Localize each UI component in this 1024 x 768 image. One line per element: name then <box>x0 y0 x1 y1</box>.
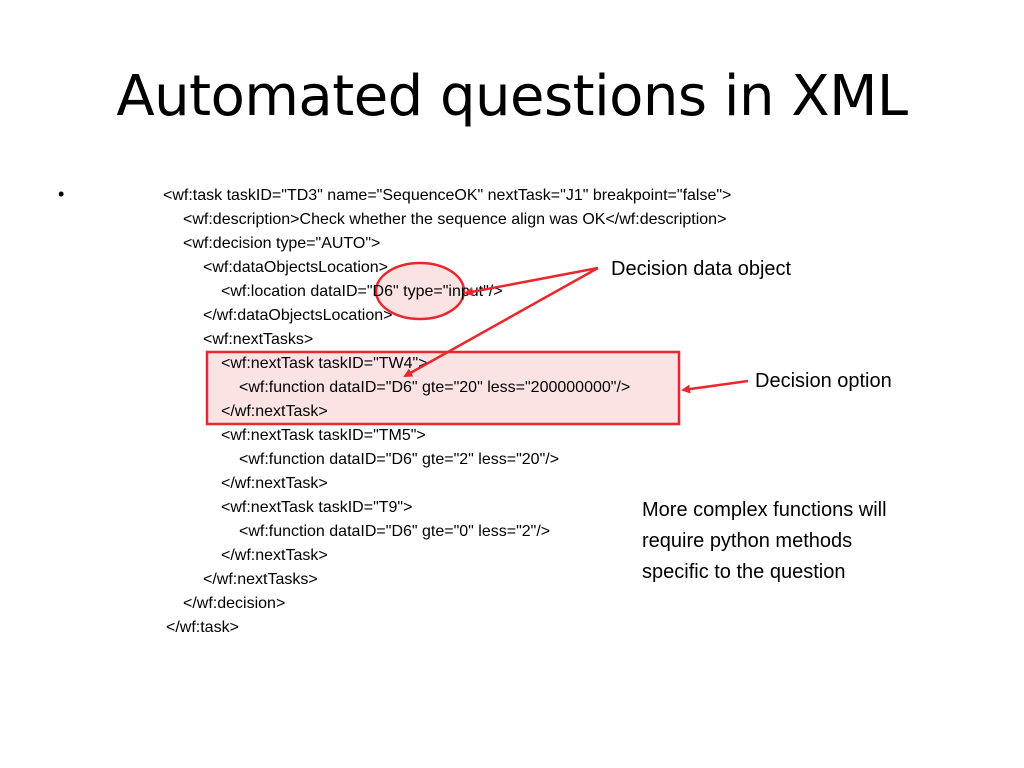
bullet-marker: • <box>58 184 65 204</box>
code-line: <wf:function dataID="D6" gte="2" less="2… <box>239 451 560 468</box>
code-line: </wf:nextTask> <box>221 547 328 564</box>
xml-code-block: <wf:task taskID="TD3" name="SequenceOK" … <box>0 184 760 654</box>
note-line: specific to the question <box>642 561 846 583</box>
note-line: More complex functions will <box>642 499 887 521</box>
code-line: <wf:decision type="AUTO"> <box>183 235 381 252</box>
decision-data-object-label: Decision data object <box>611 258 792 280</box>
code-line: <wf:location dataID="D6" type="input"/> <box>221 283 503 300</box>
code-line: </wf:nextTask> <box>221 475 328 492</box>
code-line: </wf:nextTasks> <box>203 571 318 588</box>
code-line: <wf:nextTasks> <box>203 331 314 348</box>
code-line: <wf:task taskID="TD3" name="SequenceOK" … <box>163 187 732 204</box>
code-line: </wf:task> <box>166 619 239 636</box>
code-line: <wf:function dataID="D6" gte="20" less="… <box>239 379 631 396</box>
code-line: </wf:decision> <box>183 595 286 612</box>
code-line: <wf:function dataID="D6" gte="0" less="2… <box>239 523 551 540</box>
complex-functions-note: More complex functions will require pyth… <box>642 495 972 588</box>
note-line: require python methods <box>642 530 853 552</box>
code-line: <wf:description>Check whether the sequen… <box>183 211 727 228</box>
code-line: </wf:nextTask> <box>221 403 328 420</box>
code-line: </wf:dataObjectsLocation> <box>203 307 393 324</box>
code-line: <wf:nextTask taskID="T9"> <box>221 499 413 516</box>
code-line: <wf:dataObjectsLocation> <box>203 259 389 276</box>
code-line: <wf:nextTask taskID="TW4"> <box>221 355 428 372</box>
decision-option-label: Decision option <box>755 370 892 392</box>
slide-title: Automated questions in XML <box>116 64 908 129</box>
code-line: <wf:nextTask taskID="TM5"> <box>221 427 426 444</box>
